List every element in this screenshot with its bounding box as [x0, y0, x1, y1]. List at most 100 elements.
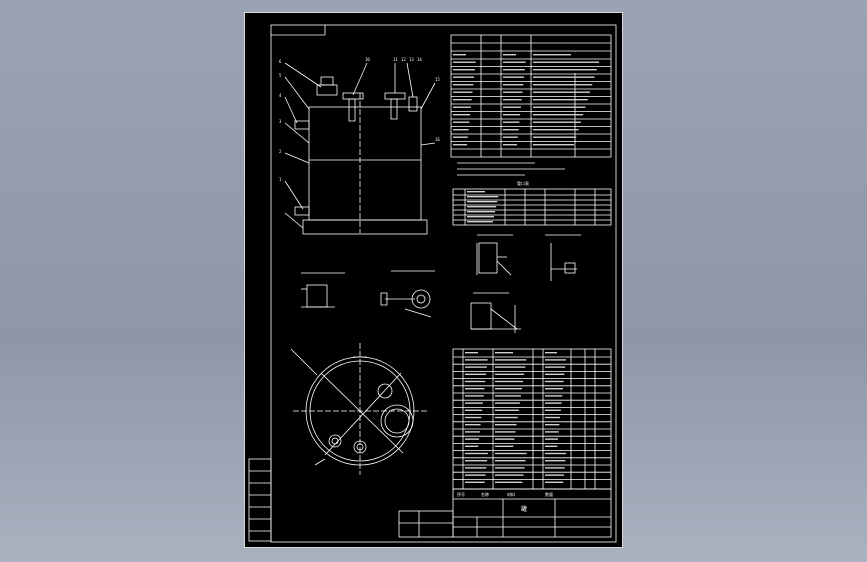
cad-text-line: [465, 409, 483, 411]
detail-view-b: [545, 234, 581, 281]
cad-text-line: [465, 402, 483, 404]
cad-text-line: [465, 424, 481, 426]
cad-text-line: [545, 438, 558, 440]
cad-text-line: [503, 99, 522, 101]
svg-text:6: 6: [279, 59, 282, 64]
cad-text-line: [495, 416, 518, 419]
cad-text-line: [495, 445, 514, 447]
cad-text-line: [453, 99, 472, 101]
svg-text:11: 11: [393, 57, 398, 62]
design-data-text: [453, 54, 600, 146]
cad-text-line: [503, 144, 518, 146]
cad-text-line: [453, 106, 471, 108]
title-block-tank-label: 罐: [521, 505, 527, 513]
detail-view-manhole: [301, 272, 345, 308]
svg-text:16: 16: [435, 137, 440, 142]
cad-text-line: [495, 395, 521, 397]
cad-text-line: [465, 352, 478, 354]
nozzle-table-rows: [453, 191, 611, 223]
cad-text-line: [545, 366, 566, 368]
cad-text-line: [503, 54, 516, 56]
cad-text-line: [465, 388, 485, 390]
cad-text-line: [465, 438, 480, 440]
cad-text-line: [465, 460, 488, 462]
cad-text-line: [465, 366, 487, 368]
cad-text-line: [545, 452, 567, 455]
cad-text-line: [545, 431, 559, 433]
cad-text-line: [495, 481, 523, 483]
cad-text-line: [533, 129, 579, 131]
detail-view-c: [470, 292, 521, 333]
svg-text:4: 4: [279, 93, 282, 98]
technical-notes: [457, 162, 565, 176]
cad-text-line: [453, 144, 468, 146]
cad-text-line: [495, 380, 524, 383]
cad-text-line: [453, 121, 470, 123]
cad-text-line: [495, 373, 525, 375]
cad-text-line: [453, 76, 475, 78]
cad-text-line: [533, 54, 571, 56]
cad-text-line: [495, 388, 522, 390]
cad-text-line: [495, 438, 515, 440]
cad-text-line: [503, 91, 523, 93]
design-data-rows: [451, 58, 611, 150]
cad-text-line: [533, 136, 577, 138]
cad-text-line: [533, 61, 600, 63]
cad-text-line: [545, 445, 558, 447]
cad-text-line: [465, 395, 484, 397]
cad-text-line: [467, 196, 499, 198]
title-block: [398, 488, 612, 538]
svg-text:1: 1: [279, 177, 282, 182]
cad-text-line: [533, 69, 597, 71]
nozzle-table-header: 管口表: [517, 180, 529, 186]
cad-text-line: [503, 76, 525, 78]
cad-text-line: [465, 380, 486, 383]
cad-text-line: [465, 359, 488, 361]
cad-text-line: [545, 424, 560, 426]
cad-text-line: [465, 452, 488, 455]
cad-text-line: [467, 221, 493, 223]
cad-drawing-sheet[interactable]: 6 5 4 3 2 1 10 11 12 13 14 15 16: [244, 12, 623, 548]
cad-text-line: [495, 460, 526, 462]
cad-text-line: [453, 91, 473, 93]
cad-text-line: [503, 61, 526, 63]
cad-text-line: [467, 206, 497, 208]
title-row-label-2: 名称: [481, 491, 489, 497]
svg-text:13: 13: [409, 57, 414, 62]
cad-text-line: [453, 54, 466, 56]
cad-text-line: [545, 481, 564, 483]
cad-text-line: [503, 136, 518, 138]
cad-text-line: [465, 481, 485, 483]
svg-text:12: 12: [401, 57, 406, 62]
bom-rows: [453, 352, 611, 483]
cad-text-line: [545, 359, 566, 361]
cad-text-line: [533, 106, 586, 108]
cad-text-line: [503, 121, 520, 123]
cad-text-line: [545, 416, 561, 419]
svg-text:2: 2: [279, 149, 282, 154]
cad-text-line: [545, 395, 563, 397]
cad-text-line: [495, 402, 520, 404]
cad-text-line: [495, 474, 524, 476]
cad-text-line: [533, 144, 575, 146]
cad-text-line: [453, 69, 475, 71]
cad-text-line: [465, 474, 486, 476]
cad-text-line: [503, 84, 524, 86]
cad-text-line: [533, 84, 593, 86]
title-row-label-3: 材料: [507, 491, 515, 497]
cad-text-line: [467, 211, 496, 213]
cad-text-line: [465, 445, 479, 447]
cad-text-line: [495, 359, 527, 361]
cad-text-line: [533, 114, 584, 116]
cad-text-line: [495, 424, 517, 426]
cad-text-line: [545, 409, 561, 411]
cad-text-line: [545, 474, 564, 476]
cad-text-line: [495, 409, 519, 411]
cad-text-line: [495, 467, 525, 469]
cad-text-line: [503, 106, 521, 108]
cad-text-line: [453, 61, 476, 63]
cad-text-line: [545, 388, 563, 390]
title-row-label-4: 数量: [545, 491, 553, 497]
cad-text-line: [503, 69, 525, 71]
cad-text-line: [453, 136, 468, 138]
